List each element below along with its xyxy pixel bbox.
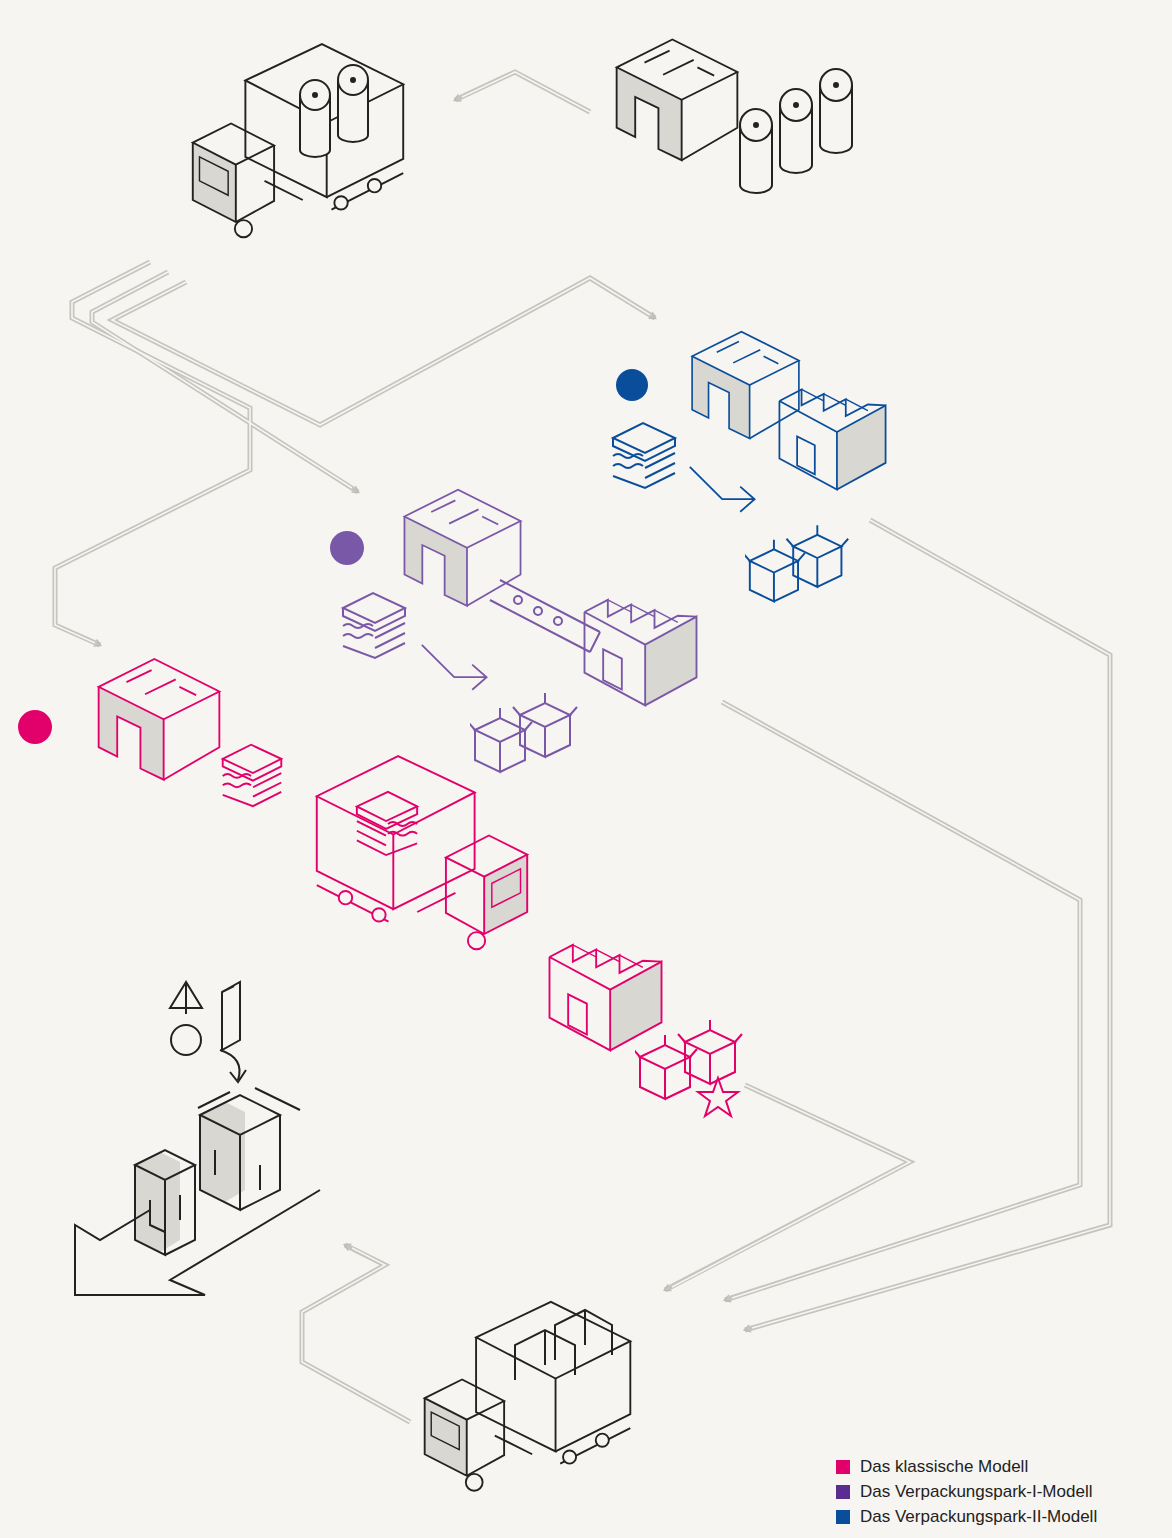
flow-lanes-part-part	[722, 702, 1080, 1298]
classic-model	[18, 659, 742, 1116]
roll-truck-part-part	[351, 78, 355, 82]
flow-lanes-part-part	[745, 520, 1110, 1330]
flow-lanes-part-part	[92, 272, 358, 492]
roll-truck-part-part	[313, 93, 317, 97]
product-assembly-part	[222, 982, 240, 1050]
flow-lanes-part-part	[302, 1248, 410, 1422]
roll-truck-part-part	[300, 80, 330, 110]
classic-model-part	[223, 745, 282, 806]
legend-text: Das klassische Modell	[860, 1457, 1028, 1477]
legend-row: Das klassische Modell	[836, 1454, 1097, 1479]
paper-mill-part-part	[740, 109, 772, 141]
park-one-model-part-part	[514, 596, 522, 604]
park-one-model	[330, 490, 697, 772]
flow-lanes-part-part	[92, 272, 352, 488]
park-one-model-part	[468, 693, 577, 772]
park-one-model-part	[490, 580, 600, 652]
delivery-truck-part-part	[555, 1310, 612, 1360]
classic-model-part	[633, 1020, 742, 1099]
product-assembly-part	[200, 1102, 245, 1202]
legend-row: Das Verpackungspark-I-Modell	[836, 1479, 1097, 1504]
classic-model-part-part	[357, 792, 417, 855]
flow-lanes-part	[55, 72, 1110, 1422]
paper-mill-part-part	[780, 89, 812, 121]
delivery-truck-part	[425, 1302, 631, 1491]
classic-model-part	[99, 659, 220, 780]
delivery-truck	[425, 1302, 631, 1491]
product-assembly-part	[170, 982, 202, 1014]
flow-lanes-part-part	[665, 1085, 910, 1290]
park-two-model	[613, 332, 886, 602]
roll-truck-part	[300, 65, 368, 157]
product-assembly-part	[75, 1190, 320, 1295]
park-one-model-part	[514, 596, 562, 625]
flow-lanes-part	[55, 72, 1110, 1422]
flow-lanes-part-part	[462, 72, 590, 112]
park-one-model-part	[330, 531, 364, 565]
park-two-model-part	[779, 389, 885, 489]
product-assembly-part	[135, 1152, 180, 1252]
flow-lanes-part-part	[752, 520, 1110, 1328]
flow-lanes-part-part	[55, 262, 250, 645]
park-two-model-part	[613, 423, 675, 488]
legend-text: Das Verpackungspark-I-Modell	[860, 1482, 1092, 1502]
product-assembly-part	[200, 1095, 280, 1210]
legend-text: Das Verpackungspark-II-Modell	[860, 1507, 1097, 1527]
flow-lanes-part-part	[55, 262, 250, 643]
park-one-model-part	[343, 593, 405, 658]
flow-lanes-part-part	[455, 72, 590, 112]
flow-lanes-part-part	[112, 278, 655, 425]
paper-mill-part-part	[820, 69, 852, 101]
product-assembly-part	[198, 1088, 300, 1190]
classic-model-part	[698, 1078, 738, 1116]
park-two-model-part	[690, 467, 755, 512]
legend-swatch	[836, 1460, 850, 1474]
classic-model-part-part	[317, 756, 527, 949]
paper-mill-part-part	[794, 103, 798, 107]
legend-swatch	[836, 1485, 850, 1499]
delivery-truck-part-part	[515, 1330, 575, 1380]
park-two-model-part	[692, 332, 799, 439]
park-two-model-part	[616, 369, 648, 401]
roll-truck	[193, 44, 403, 237]
delivery-truck-part	[515, 1310, 612, 1380]
product-assembly-part	[171, 1025, 201, 1055]
flow-lanes-part-part	[302, 1245, 410, 1422]
legend: Das klassische ModellDas Verpackungspark…	[836, 1454, 1097, 1529]
roll-truck-part	[193, 44, 403, 237]
paper-mill-part	[617, 39, 738, 160]
park-one-model-part-part	[554, 617, 562, 625]
classic-model-part	[18, 710, 52, 744]
roll-truck-part-part	[338, 65, 368, 95]
park-one-model-part	[585, 600, 697, 705]
product-assembly-part	[220, 1050, 246, 1082]
legend-swatch	[836, 1510, 850, 1524]
flow-lanes-part-part	[722, 702, 1080, 1300]
product-assembly-part	[135, 1150, 195, 1255]
classic-model-part	[317, 756, 527, 949]
paper-mill-part-part	[754, 123, 758, 127]
product-assembly	[75, 982, 320, 1295]
paper-mill	[617, 39, 852, 193]
park-two-model-part	[743, 525, 848, 601]
park-one-model-part-part	[534, 607, 542, 615]
classic-model-part	[550, 945, 662, 1050]
park-one-model-part	[404, 490, 520, 606]
product-assembly-part	[150, 1195, 180, 1232]
park-one-model-part	[422, 645, 487, 690]
legend-row: Das Verpackungspark-II-Modell	[836, 1504, 1097, 1529]
paper-mill-part	[740, 69, 852, 193]
flow-lanes-part-part	[112, 278, 650, 425]
flow-lanes	[55, 72, 1110, 1422]
paper-mill-part-part	[834, 83, 838, 87]
